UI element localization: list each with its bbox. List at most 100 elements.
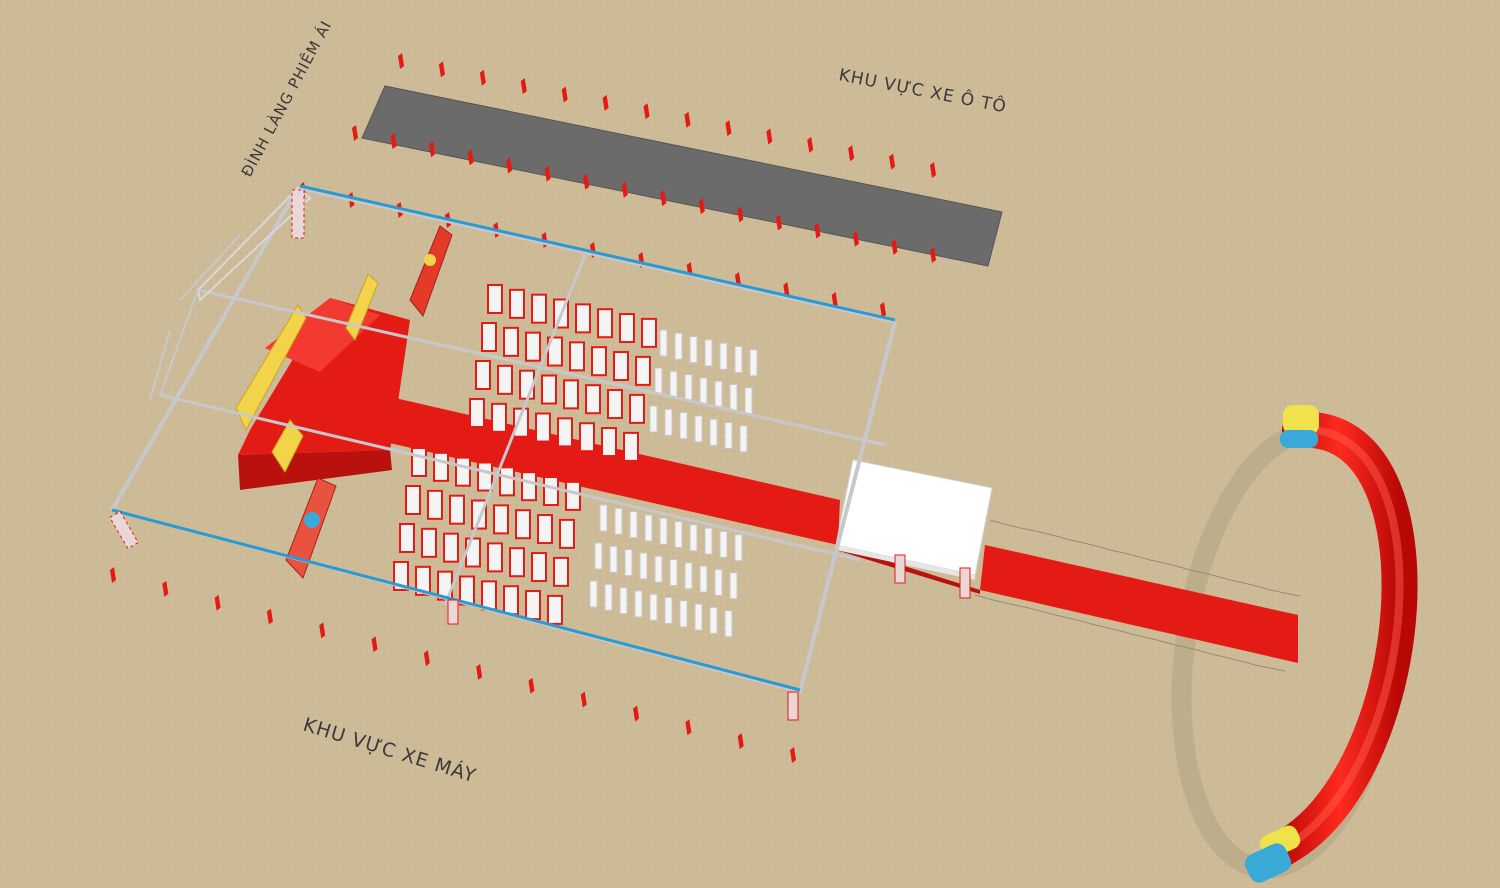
chair-icon xyxy=(679,600,688,628)
chair-icon xyxy=(525,331,541,362)
red-flag-icon xyxy=(476,663,483,680)
chair-icon xyxy=(654,555,663,583)
red-flag-icon xyxy=(110,567,116,583)
banners xyxy=(235,225,453,579)
red-flag-icon xyxy=(775,214,782,231)
red-flag-icon xyxy=(660,190,667,207)
red-flag-icon xyxy=(352,125,358,141)
chair-icon xyxy=(531,552,547,583)
red-flag-icon xyxy=(790,747,796,763)
chair-icon xyxy=(565,480,581,511)
chair-icon xyxy=(499,466,515,497)
chair-icon xyxy=(614,507,623,535)
chair-icon xyxy=(487,542,503,573)
red-flag-icon xyxy=(633,705,640,722)
chair-icon xyxy=(609,545,618,573)
chair-icon xyxy=(619,313,635,344)
chair-icon xyxy=(684,374,693,402)
chair-icon xyxy=(497,364,513,395)
chair-icon xyxy=(679,412,688,440)
chair-icon xyxy=(674,332,683,360)
chair-icon xyxy=(481,322,497,352)
red-flag-icon xyxy=(429,141,436,158)
chair-icon xyxy=(399,523,415,553)
chair-icon xyxy=(604,583,613,611)
red-flag-icon xyxy=(685,719,692,736)
red-flag-icon xyxy=(698,198,705,215)
chair-icon xyxy=(704,527,713,555)
chair-icon xyxy=(537,514,553,545)
chair-icon xyxy=(601,427,617,458)
chair-icon xyxy=(629,393,645,424)
chair-icon xyxy=(543,476,559,507)
red-flag-icon xyxy=(643,103,650,120)
chair-icon xyxy=(535,412,551,443)
chair-icon xyxy=(591,346,607,377)
chair-icon xyxy=(465,537,481,568)
chair-icon xyxy=(589,580,598,608)
red-flag-icon xyxy=(423,650,430,667)
chair-icon xyxy=(393,561,409,591)
chair-icon xyxy=(469,398,485,428)
chair-icon xyxy=(634,590,643,618)
chair-icon xyxy=(699,377,708,405)
chair-icon xyxy=(729,572,738,600)
chair-icon xyxy=(689,524,698,552)
chair-icon xyxy=(739,425,748,453)
red-flag-icon xyxy=(621,181,628,198)
chair-icon xyxy=(415,565,431,596)
chair-icon xyxy=(515,509,531,540)
red-flag-icon xyxy=(684,111,691,128)
rope-barriers xyxy=(974,519,1301,672)
chair-icon xyxy=(644,514,653,542)
red-flag-icon xyxy=(725,120,732,137)
red-flag-icon xyxy=(438,61,445,78)
chair-icon xyxy=(729,384,738,411)
red-flag-icon xyxy=(467,149,474,166)
chair-icon xyxy=(443,532,459,563)
chair-icon xyxy=(624,549,633,577)
red-flag-icon xyxy=(766,128,773,145)
truss-frame xyxy=(109,186,897,694)
red-flag-icon xyxy=(891,238,898,255)
chair-icon xyxy=(575,303,591,334)
red-flag-icon xyxy=(814,222,821,239)
chair-icon xyxy=(553,556,569,587)
chair-icon xyxy=(649,405,658,433)
red-flag-icon xyxy=(162,580,169,597)
red-flag-icon xyxy=(852,230,859,247)
red-flag-icon xyxy=(583,173,590,190)
chair-icon xyxy=(503,326,519,357)
red-flag-icon xyxy=(930,162,936,178)
chair-icon xyxy=(493,504,509,535)
chair-icon xyxy=(654,367,663,395)
chair-icon xyxy=(503,585,519,616)
chair-icon xyxy=(649,593,658,621)
red-flag-icon xyxy=(266,608,273,625)
chair-icon xyxy=(689,336,698,364)
corner-pillars xyxy=(109,189,971,721)
chair-icon xyxy=(724,422,733,449)
chair-icon xyxy=(744,387,753,415)
red-flag-icon xyxy=(390,133,397,150)
chair-icon xyxy=(509,547,525,578)
chair-icon xyxy=(639,552,648,580)
chair-icon xyxy=(607,389,623,420)
chair-icon xyxy=(664,597,673,624)
chair-icon xyxy=(623,431,639,462)
chair-icon xyxy=(579,422,595,453)
chair-icon xyxy=(674,521,683,548)
chair-icon xyxy=(719,530,728,558)
chair-icon xyxy=(709,606,718,634)
red-flag-icon xyxy=(889,153,896,170)
chair-icon xyxy=(635,355,651,386)
red-flag-icon xyxy=(831,292,838,308)
chair-icon xyxy=(547,594,563,625)
chair-icon xyxy=(619,587,628,615)
chair-icon xyxy=(724,610,733,638)
chair-icon xyxy=(641,317,657,348)
red-flag-icon xyxy=(602,94,609,111)
chair-icon xyxy=(594,542,603,570)
chair-icon xyxy=(491,402,507,433)
red-flag-icon xyxy=(371,636,378,653)
